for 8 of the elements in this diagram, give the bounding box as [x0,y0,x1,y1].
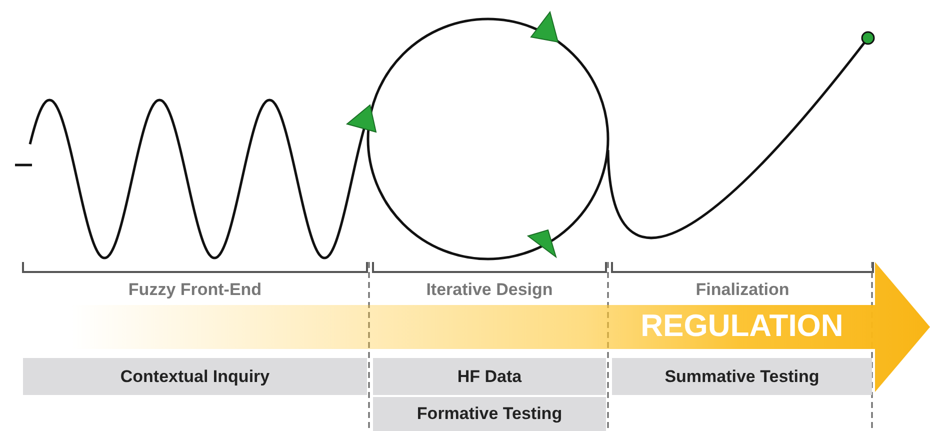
phase-label: Iterative Design [425,280,554,300]
activity-bar: Summative Testing [612,358,872,395]
activity-bar: HF Data [373,358,606,395]
phase-label: Fuzzy Front-End [127,280,263,300]
activity-bar: Formative Testing [373,397,606,431]
activity-bar: Contextual Inquiry [23,358,367,395]
regulation-label: REGULATION [640,308,844,344]
phase-label: Finalization [694,280,790,300]
